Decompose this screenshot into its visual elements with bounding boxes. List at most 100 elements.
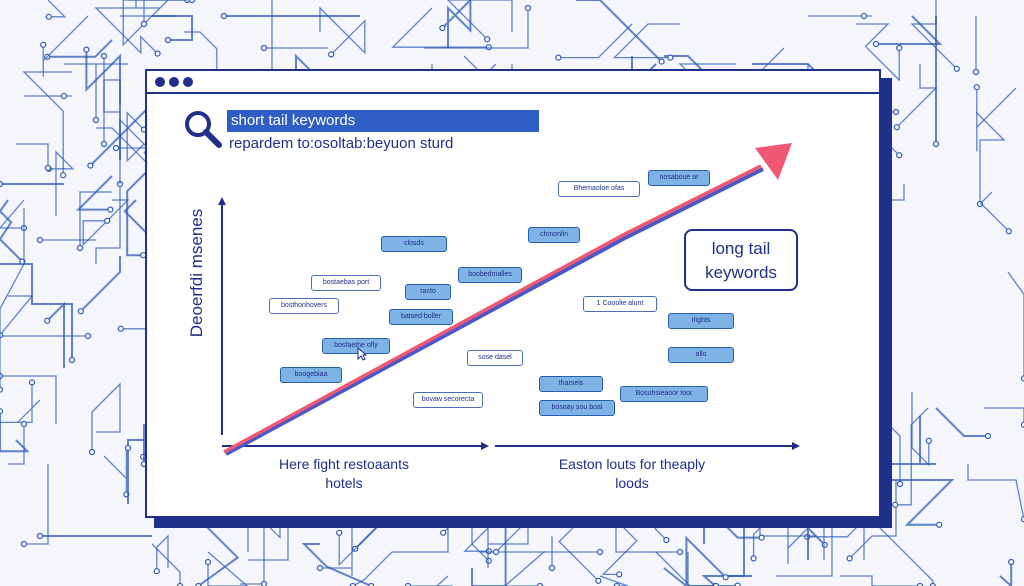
window-dot[interactable] [183,77,193,87]
circuit-trace [79,191,112,248]
circuit-trace [24,464,49,545]
circuit-node [44,317,51,324]
circuit-node [492,548,500,556]
circuit-trace [391,7,489,48]
keyword-chip[interactable]: tharsels [539,376,603,392]
keyword-chip[interactable]: bovaw secorecta [413,392,483,408]
circuit-trace [872,416,936,465]
circuit-trace [75,175,113,211]
keyword-chip[interactable]: bosoay sou boal [539,400,615,416]
circuit-node [555,54,562,61]
circuit-node [712,582,720,586]
circuit-node [36,236,44,244]
circuit-node [485,44,492,51]
keyword-chip[interactable]: allo [668,347,734,363]
circuit-trace [447,0,513,40]
circuit-node [1020,421,1024,428]
circuit-node [750,555,757,562]
circuit-trace [91,382,121,452]
window-dot[interactable] [155,77,165,87]
circuit-trace [663,535,727,586]
circuit-trace [887,479,955,526]
circuit-trace [0,199,24,263]
circuit-node [896,44,903,52]
keyword-chip[interactable]: chmonlin [528,227,580,243]
keyword-chip[interactable]: bostaebas port [311,275,381,291]
mouse-cursor-icon [357,347,367,361]
circuit-node [916,582,924,586]
circuit-trace [80,256,121,312]
circuit-node [893,124,900,131]
keyword-chip[interactable]: sose dasel [467,350,523,366]
search-icon[interactable] [181,107,223,149]
search-subtext: repardem to:osoltab:beyuon sturd [229,135,454,152]
circuit-node [676,548,684,556]
circuit-node [1005,228,1012,235]
x-axis-label-left: Here fight restoaants hotels [279,456,409,491]
circuit-node [60,172,67,179]
circuit-node [758,534,765,541]
keyword-chip[interactable]: boobedmalles [458,267,522,283]
circuit-node [76,244,84,252]
circuit-node [83,46,90,53]
keyword-chip[interactable]: nosaboue ar [648,170,710,186]
circuit-node [188,0,196,4]
circuit-trace [47,39,113,58]
circuit-trace [46,301,65,368]
keyword-chip[interactable]: Bhemaoloe ofas [558,181,640,197]
circuit-node [100,52,108,60]
circuit-trace [975,111,1006,204]
circuit-trace [487,520,529,568]
circuit-trace [0,382,41,424]
circuit-node [0,408,4,415]
circuit-trace [103,446,128,495]
keyword-chip[interactable]: racto [405,284,451,300]
long-tail-keywords-callout: long tail keywords [684,229,798,291]
circuit-trace [151,543,181,586]
circuit-trace [1007,271,1024,379]
keyword-chip[interactable]: bosthonhovers [269,298,339,314]
keyword-chip[interactable]: batsed boller [389,309,453,325]
keyword-chip[interactable]: 1 Cooolie alunt [583,296,657,312]
keyword-chip[interactable]: Bosohsieaoor toor [620,386,708,402]
window-dot[interactable] [169,77,179,87]
circuit-node [92,116,100,124]
circuit-trace [856,23,900,82]
circuit-trace [94,7,160,55]
circuit-node [973,84,980,91]
circuit-node [349,582,356,586]
circuit-trace [16,143,49,168]
search-input[interactable]: short tail keywords [227,110,539,132]
keyword-chip[interactable]: closds [381,236,447,252]
circuit-node [548,564,556,572]
circuit-trace [156,534,169,572]
circuit-trace [876,15,943,45]
circuit-trace [0,411,30,453]
circuit-node [87,162,94,169]
circuit-node [176,582,184,586]
circuit-node [20,540,28,548]
circuit-trace [0,199,25,229]
circuit-node [328,51,335,58]
circuit-node [892,501,899,508]
circuit-trace [615,520,680,553]
circuit-trace [82,199,130,247]
circuit-trace [935,407,988,437]
circuit-node [45,13,52,20]
keyword-chip[interactable]: boogeblaa [280,367,342,383]
circuit-node [204,558,212,566]
keyword-chip[interactable]: rlights [668,313,734,329]
circuit-node [1008,558,1015,566]
circuit-node [195,582,202,586]
keyword-chip[interactable]: bosfaethe ofly [322,338,390,354]
circuit-node [524,4,532,12]
circuit-node [485,557,492,564]
circuit-trace [301,543,372,586]
circuit-trace [320,528,353,576]
circuit-trace [122,0,188,47]
circuit-node [1020,375,1024,382]
circuit-trace [599,575,629,586]
circuit-node [40,41,47,48]
circuit-trace [152,15,193,41]
circuit-node [0,180,4,188]
